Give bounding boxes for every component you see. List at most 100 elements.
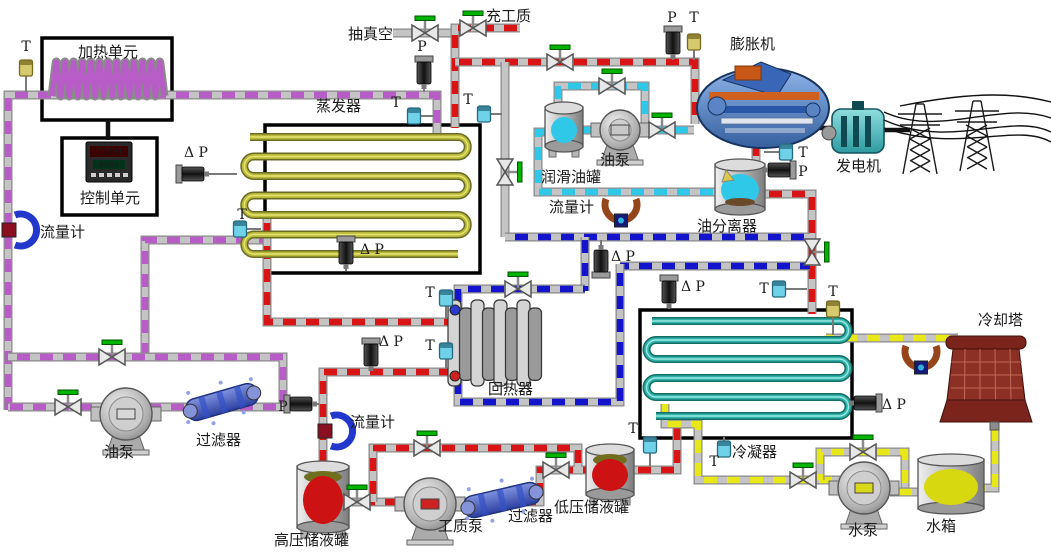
sensor-dP-vapor-line: Δ P (591, 240, 635, 279)
valve-water-bypass (849, 434, 877, 462)
sensor-P-expander-outlet: P (762, 160, 808, 180)
sensor-T-condensate-label: T (628, 421, 638, 437)
expander (696, 61, 830, 149)
valve-recuperator-loop (504, 271, 532, 299)
sensor-T-heater: T (18, 39, 34, 92)
label-evaporator: 蒸发器 (316, 97, 361, 115)
sensor-dP-condenser-right: Δ P (849, 393, 906, 413)
sensor-T-expander-inlet-label: T (689, 10, 699, 26)
sensor-T-evap-top-left-label: T (391, 95, 401, 111)
label-vacuum: 抽真空 (348, 25, 393, 43)
sensor-P-hp-riser: P (278, 394, 319, 415)
evaporator-coil (240, 133, 472, 258)
sensor-dP-recuperator: Δ P (361, 334, 403, 371)
sensor-T-evap-top-left: T (391, 95, 434, 125)
condenser-coil (642, 317, 853, 420)
valve-vacuum (411, 15, 439, 43)
sensor-T-recup-lower: T (425, 338, 454, 369)
valve-condenser-inlet (802, 238, 830, 266)
sensor-T-water-out-label: T (828, 284, 838, 300)
pipe-separator-to-condenser (763, 189, 817, 314)
valve-oil-loop-left (98, 339, 126, 367)
sensor-T-water-out: T (825, 284, 841, 335)
hp-tank (296, 460, 350, 539)
sensor-T-recup-upper: T (425, 285, 454, 319)
sensor-T-condensate: T (628, 421, 658, 466)
label-generator: 发电机 (836, 157, 881, 175)
label-flow-meter-left: 流量计 (40, 223, 85, 241)
label-hp-tank: 高压储液罐 (274, 531, 349, 549)
sensor-P-expander-inlet-label: P (667, 10, 676, 26)
label-charge: 充工质 (486, 7, 531, 25)
power-tower-1 (898, 103, 942, 175)
oil-pump (90, 387, 162, 456)
lube-oil-tank (544, 101, 584, 158)
sensor-dP-evaporator: Δ P (336, 235, 384, 271)
valve-oil-bypass-top (598, 68, 626, 96)
sensor-T-expander-outlet-label: T (798, 145, 808, 161)
pipe-condenser-to-lp (632, 428, 682, 475)
flow-meter-water (901, 344, 941, 375)
water-pump (828, 461, 900, 530)
label-oil-separator: 油分离器 (697, 217, 757, 235)
sensor-dP-evap-left: Δ P (175, 145, 237, 184)
sensor-T-evap-liquid-in-label: T (237, 207, 247, 223)
pipe-wf-pump-bypass (368, 443, 583, 502)
sensor-T-expander-outlet: T (764, 143, 808, 161)
sensor-P-expander-inlet: P (663, 10, 683, 60)
label-wf-pump: 工质泵 (438, 517, 483, 535)
label-condenser: 冷凝器 (732, 443, 777, 461)
label-flow-meter-oil: 流量计 (549, 198, 594, 216)
flow-meter-oil (601, 197, 641, 228)
sensor-T-expander-inlet: T (686, 10, 702, 60)
pipe-oil-return (533, 127, 718, 197)
cooling-tower (939, 335, 1033, 431)
sensor-T-condenser-inlet-label: T (759, 281, 769, 297)
valve-charge (459, 10, 487, 38)
pipe-recuperator-to-evap (262, 212, 474, 327)
valve-water-main (789, 462, 817, 490)
power-tower-2 (955, 100, 999, 172)
label-lp-tank: 低压储液罐 (554, 498, 629, 516)
flow-meter-heat-loop (1, 210, 40, 250)
sensor-T-evap-top-right: T (463, 92, 502, 123)
water-tank (917, 453, 985, 515)
sensor-dP-vapor-line-label: Δ P (611, 249, 635, 265)
label-flow-meter-wf: 流量计 (350, 413, 395, 431)
generator (821, 101, 885, 154)
power-lines (883, 94, 1051, 143)
valve-wf-bypass (413, 430, 441, 458)
controller-display: 0000 8888 (85, 141, 133, 183)
label-oil-pump-bottom: 油泵 (104, 443, 134, 461)
svg-text:0000: 0000 (96, 147, 121, 158)
oil-separator (714, 158, 766, 216)
sensor-T-condenser-out: T (709, 437, 732, 470)
label-oil-pump-top: 油泵 (600, 151, 630, 169)
label-water-pump: 水泵 (848, 521, 878, 539)
sensor-dP-condenser-right-label: Δ P (882, 397, 906, 413)
valve-oil-supply (648, 112, 676, 140)
oil-filter (182, 377, 262, 426)
sensor-dP-evaporator-label: Δ P (360, 242, 384, 258)
label-lube-oil-tank: 润滑油罐 (541, 168, 601, 186)
valve-main-vapor (546, 44, 574, 72)
sensor-P-expander-outlet-label: P (798, 164, 807, 180)
label-cooling-tower: 冷却塔 (978, 311, 1023, 329)
svg-text:8888: 8888 (99, 161, 119, 170)
lp-tank (585, 443, 635, 506)
pipe-evap-oil-return (140, 235, 265, 357)
sensor-P-evap-inlet: P (414, 39, 434, 92)
sensor-T-condenser-out-label: T (709, 454, 719, 470)
sensor-T-condenser-inlet: T (759, 280, 807, 298)
recuperator (447, 299, 543, 387)
sensor-T-recup-lower-label: T (425, 338, 435, 354)
sensor-dP-condenser-top-label: Δ P (681, 279, 705, 295)
pipe-recuperator-loop (453, 264, 625, 407)
wf-pump (394, 477, 466, 546)
flow-meter-wf (317, 411, 356, 451)
oil-pump-top (590, 109, 650, 166)
label-water-tank: 水箱 (926, 517, 956, 535)
sensor-dP-recuperator-label: Δ P (379, 334, 403, 350)
